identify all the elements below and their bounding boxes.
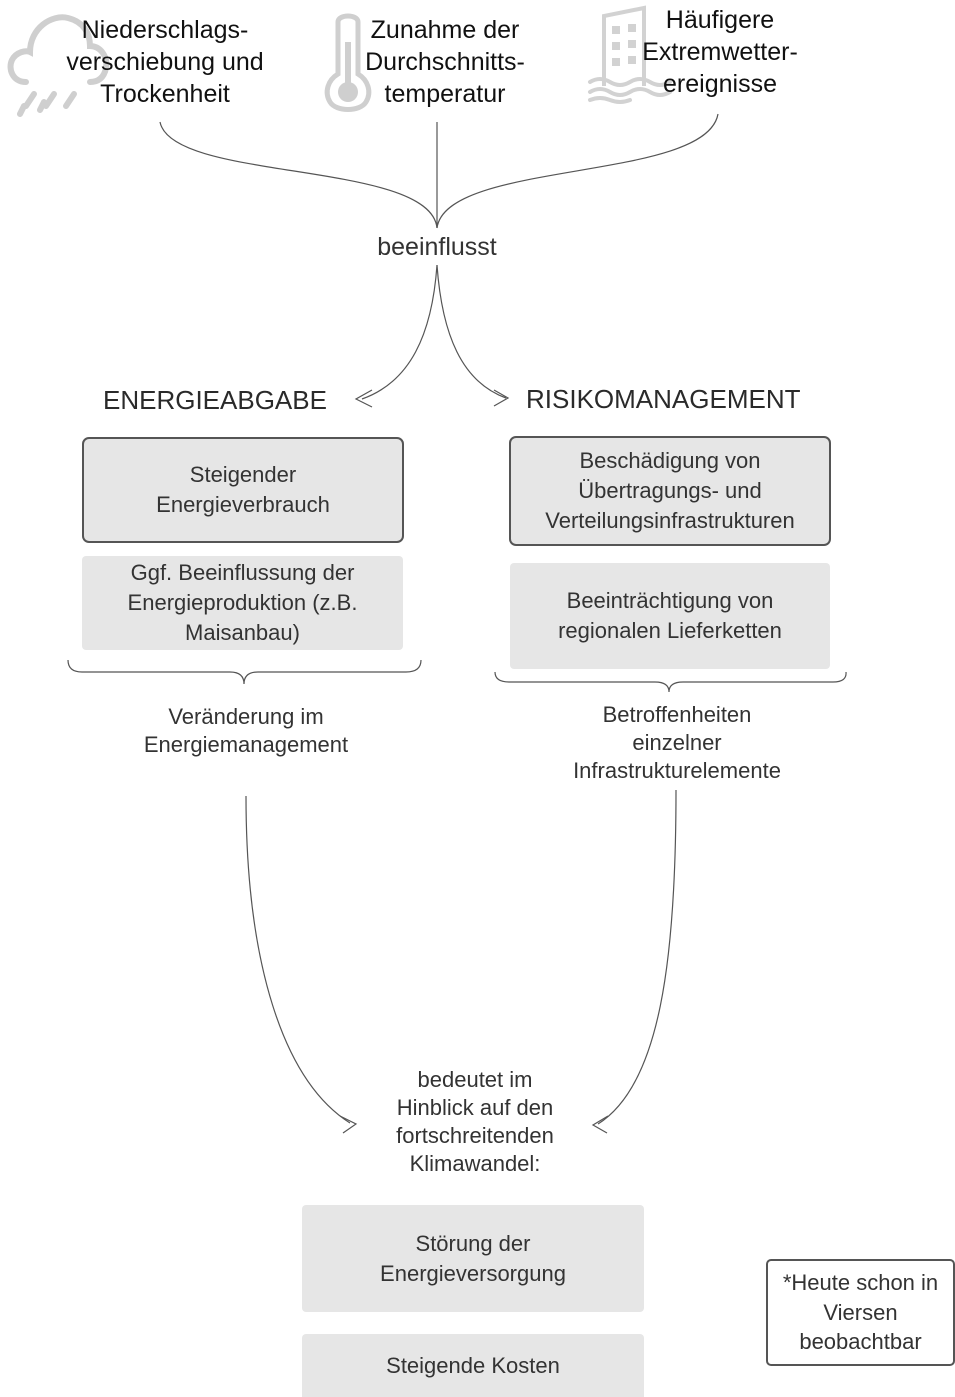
- box-infrastructure-damage: Beschädigung von Übertragungs- und Verte…: [509, 436, 831, 546]
- connector-right-summary: [597, 789, 677, 1125]
- heading-energieabgabe: ENERGIEABGABE: [103, 385, 327, 415]
- brace-right: [494, 671, 847, 693]
- box-supply-disruption: Störung der Energieversorgung: [302, 1205, 644, 1312]
- box-rising-costs: Steigende Kosten: [302, 1334, 644, 1397]
- driver-label-precipitation: Niederschlags- verschiebung und Trockenh…: [66, 16, 264, 108]
- connector-left-driver: [159, 121, 438, 229]
- heading-risikomanagement: RISIKOMANAGEMENT: [526, 384, 801, 414]
- flooded-building-icon: [588, 5, 672, 104]
- cloud-rain-icon: [7, 14, 110, 117]
- box-supply-chain-impairment: Beeinträchtigung von regionalen Lieferke…: [510, 563, 830, 669]
- box-rising-energy-consumption: Steigender Energieverbrauch: [82, 437, 404, 543]
- thermometer-icon: [324, 13, 372, 112]
- connector-left-summary: [245, 795, 351, 1124]
- summary-infrastructure-elements: Betroffenheiten einzelner Infrastrukture…: [573, 702, 781, 783]
- driver-label-temperature: Zunahme der Durchschnitts- temperatur: [365, 16, 525, 108]
- connector-right-driver: [436, 113, 719, 229]
- connector-label-influences: beeinflusst: [377, 233, 497, 261]
- connector-to-energieabgabe: [361, 264, 438, 400]
- connector-to-risikomanagement: [436, 264, 507, 399]
- summary-energy-management: Veränderung im Energiemanagement: [143, 704, 349, 757]
- arrowhead-risikomanagement: [493, 389, 510, 407]
- note-observed-in-viersen: *Heute schon in Viersen beobachtbar: [766, 1259, 955, 1366]
- driver-label-extreme-weather: Häufigere Extremwetter- ereignisse: [642, 6, 798, 98]
- arrowhead-energieabgabe: [354, 389, 373, 408]
- box-energy-production-influence: Ggf. Beeinflussung der Energieproduktion…: [82, 556, 403, 650]
- connector-label-climate-change: bedeutet im Hinblick auf den fortschreit…: [396, 1067, 554, 1176]
- brace-left: [67, 659, 422, 685]
- arrowhead-left-summary: [339, 1115, 358, 1134]
- arrowhead-right-summary: [591, 1115, 609, 1134]
